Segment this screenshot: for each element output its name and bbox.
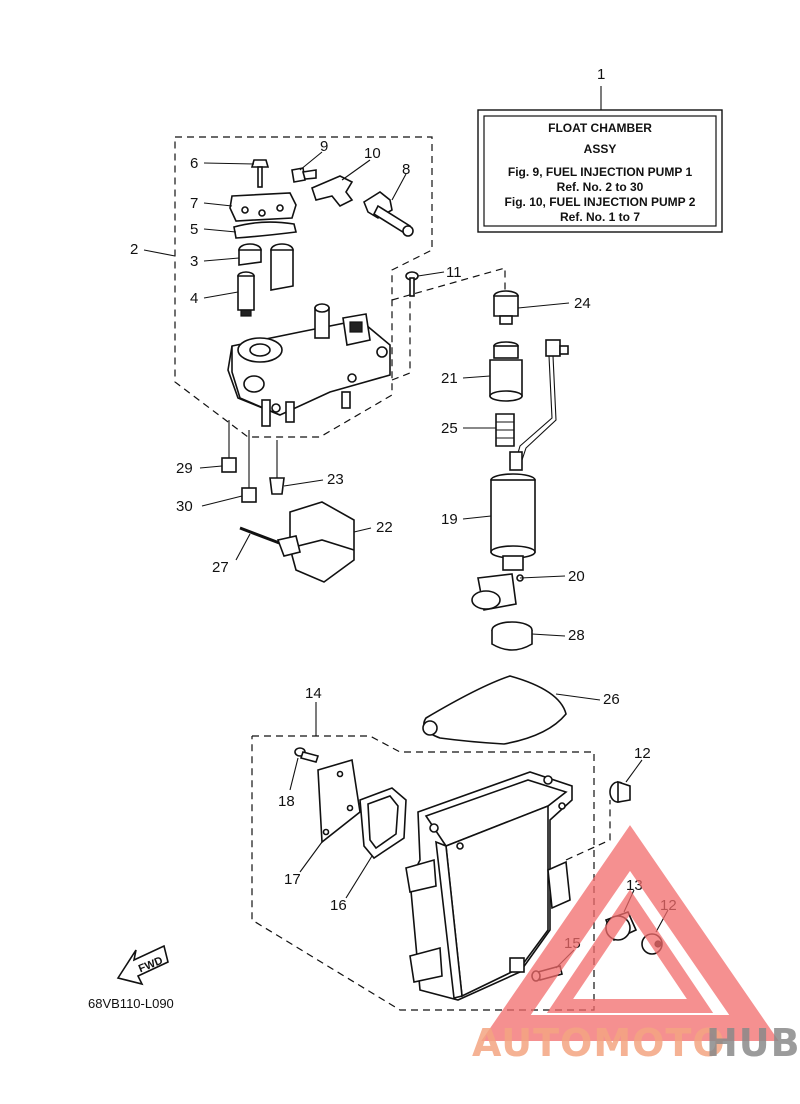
float-chamber-housing bbox=[405, 771, 573, 1001]
part-19-pump bbox=[490, 451, 536, 571]
callout-17: 17 bbox=[284, 871, 301, 888]
part-4-plunger bbox=[237, 271, 255, 317]
info-subtitle: ASSY bbox=[584, 142, 617, 156]
info-line-1: Fig. 9, FUEL INJECTION PUMP 1 bbox=[508, 165, 693, 179]
part-17-plate bbox=[317, 758, 361, 844]
callout-18: 18 bbox=[278, 793, 295, 810]
info-line-4: Ref. No. 1 to 7 bbox=[560, 210, 640, 224]
part-8-sensor bbox=[363, 191, 414, 237]
part-29-plug bbox=[221, 420, 237, 473]
callout-28: 28 bbox=[568, 627, 585, 644]
diagram-code: 68VB110-L090 bbox=[88, 996, 174, 1011]
callout-22: 22 bbox=[376, 519, 393, 536]
callout-29: 29 bbox=[176, 460, 193, 477]
part-12-grommet-top bbox=[609, 780, 631, 803]
pump-body bbox=[227, 303, 391, 427]
callout-16: 16 bbox=[330, 897, 347, 914]
part-18-screw bbox=[294, 747, 320, 763]
part-27-pin bbox=[239, 526, 283, 546]
wire-harness bbox=[515, 339, 569, 461]
watermark-text: AUTOMOTO HUB bbox=[472, 1021, 800, 1065]
callout-19: 19 bbox=[441, 511, 458, 528]
part-10-clip bbox=[311, 175, 354, 208]
callout-21: 21 bbox=[441, 370, 458, 387]
part-20-holder bbox=[471, 573, 524, 611]
callout-25: 25 bbox=[441, 420, 458, 437]
callout-14: 14 bbox=[305, 685, 322, 702]
part-21-filter bbox=[489, 341, 523, 402]
part-26-gasket bbox=[423, 675, 567, 745]
watermark-logo bbox=[481, 825, 779, 1041]
part-28-cup bbox=[491, 621, 533, 651]
watermark-part-1: AUTOMOTO bbox=[472, 1021, 726, 1065]
part-16-gasket bbox=[359, 787, 407, 860]
info-line-2: Ref. No. 2 to 30 bbox=[557, 180, 644, 194]
part-22-bracket bbox=[276, 501, 355, 583]
part-11-screw bbox=[405, 271, 419, 297]
part-30-plug bbox=[241, 430, 257, 503]
callout-20: 20 bbox=[568, 568, 585, 585]
fwd-arrow: FWD bbox=[116, 944, 169, 986]
callouts: 2 3 4 5 6 7 8 9 10 11 24 21 25 19 20 28 … bbox=[130, 138, 677, 952]
callout-26: 26 bbox=[603, 691, 620, 708]
info-title: FLOAT CHAMBER bbox=[548, 121, 652, 135]
part-25-sleeve bbox=[495, 413, 515, 447]
info-line-3: Fig. 10, FUEL INJECTION PUMP 2 bbox=[505, 195, 696, 209]
part-24-cap bbox=[493, 290, 519, 325]
callout-6: 6 bbox=[190, 155, 198, 172]
callout-23: 23 bbox=[327, 471, 344, 488]
callout-12-top: 12 bbox=[634, 745, 651, 762]
callout-5: 5 bbox=[190, 221, 198, 238]
callout-24: 24 bbox=[574, 295, 591, 312]
group-2-boundary bbox=[174, 136, 506, 438]
callout-3: 3 bbox=[190, 253, 198, 270]
callout-1: 1 bbox=[597, 66, 605, 83]
callout-10: 10 bbox=[364, 145, 381, 162]
callout-11: 11 bbox=[446, 264, 462, 281]
part-6-screw bbox=[250, 159, 270, 188]
info-box: 1 FLOAT CHAMBER ASSY Fig. 9, FUEL INJECT… bbox=[477, 66, 723, 233]
callout-8: 8 bbox=[402, 161, 410, 178]
callout-4: 4 bbox=[190, 290, 198, 307]
part-3-bracket bbox=[238, 243, 294, 291]
callout-27: 27 bbox=[212, 559, 229, 576]
watermark-part-2: HUB bbox=[706, 1021, 800, 1065]
callout-30: 30 bbox=[176, 498, 193, 515]
part-5-gasket bbox=[233, 221, 297, 239]
callout-9: 9 bbox=[320, 138, 328, 155]
part-7-cover bbox=[229, 192, 297, 222]
part-23-valve bbox=[269, 440, 285, 495]
part-9-screw bbox=[291, 167, 317, 183]
callout-7: 7 bbox=[190, 195, 198, 212]
callout-2: 2 bbox=[130, 241, 138, 258]
